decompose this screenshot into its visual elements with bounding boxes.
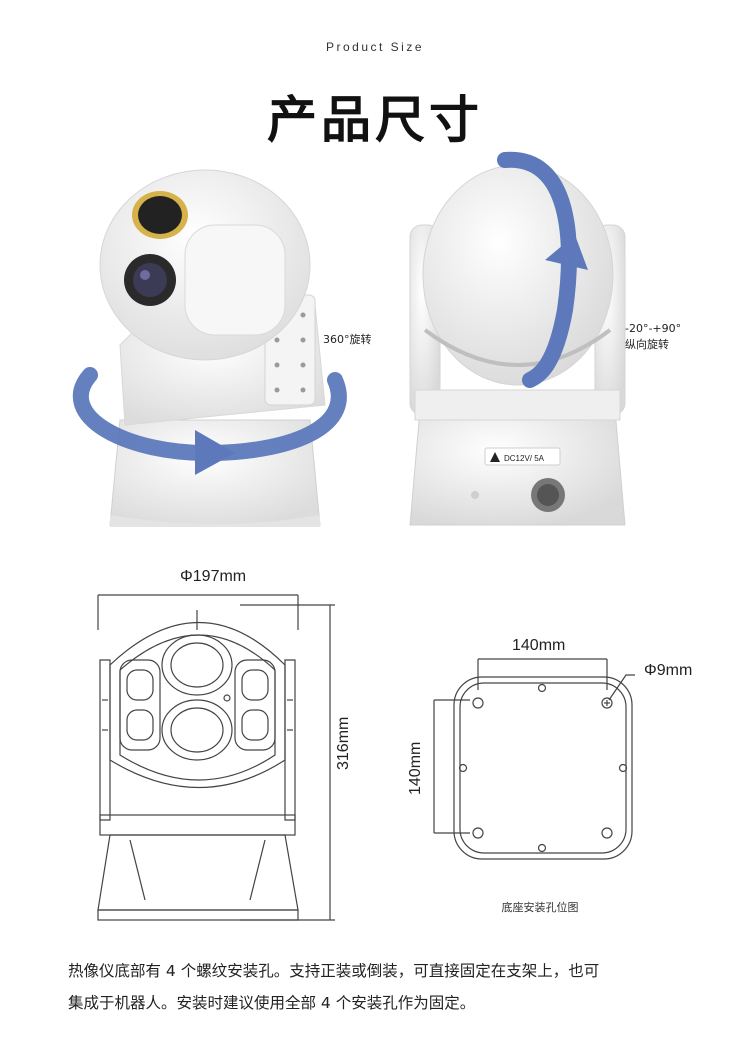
power-label: DC12V/ 5A [504, 454, 545, 463]
front-dimension-drawing [97, 594, 335, 921]
installation-description: 热像仪底部有 4 个螺纹安装孔。支持正装或倒装，可直接固定在支架上，也可 集成于… [68, 955, 688, 1019]
hole-spacing-height: 140mm [407, 741, 424, 795]
tilt-range-text: -20°-+90° [625, 322, 682, 335]
camera-front-photo [72, 169, 347, 527]
hole-spacing-width: 140mm [512, 637, 566, 654]
base-hole-caption: 底座安装孔位图 [501, 901, 579, 914]
base-hole-drawing [433, 658, 635, 860]
tilt-rotation-label: -20°-+90° 纵向旋转 [625, 321, 681, 353]
tilt-direction-text: 纵向旋转 [625, 338, 669, 351]
description-line-2: 集成于机器人。安装时建议使用全部 4 个安装孔作为固定。 [68, 994, 476, 1012]
hole-diameter: Φ9mm [644, 662, 693, 679]
camera-back-photo: DC12V/ 5A [409, 151, 626, 526]
width-dimension: Φ197mm [180, 568, 247, 585]
horizontal-rotation-label: 360°旋转 [323, 333, 372, 346]
height-dimension: 316mm [335, 716, 352, 770]
section-subtitle: Product Size [325, 40, 425, 54]
description-line-1: 热像仪底部有 4 个螺纹安装孔。支持正装或倒装，可直接固定在支架上，也可 [68, 962, 600, 980]
page-title: 产品尺寸 [267, 91, 483, 149]
